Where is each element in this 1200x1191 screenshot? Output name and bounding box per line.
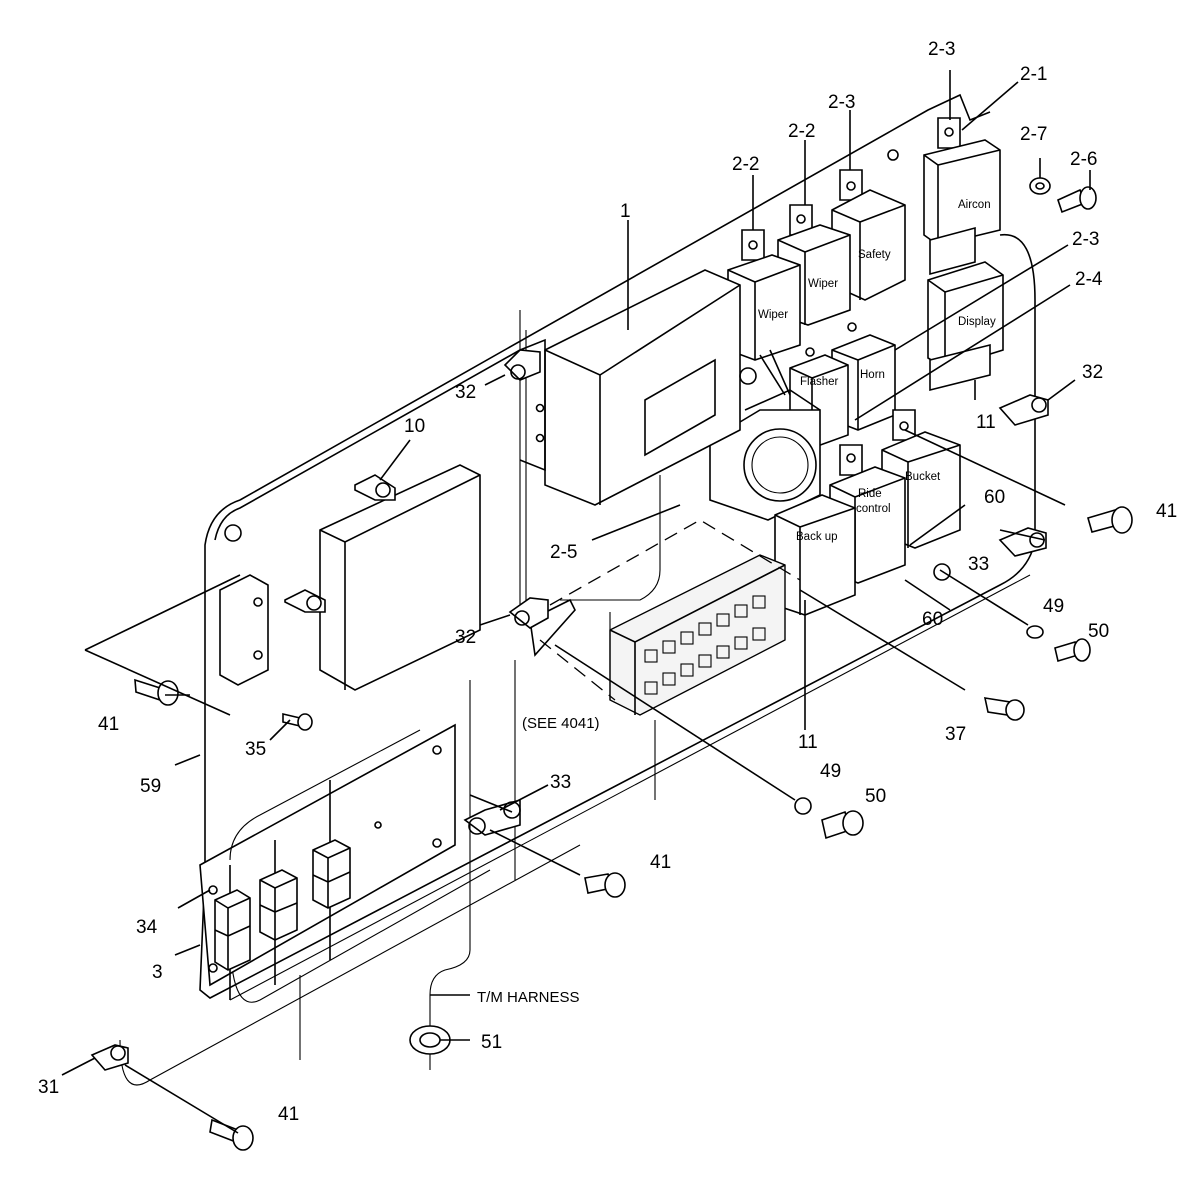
callout-41-left: 41: [98, 714, 119, 735]
callout-labels: 2-3 2-1 2-3 2-2 2-7 2-6 2-2 1 2-3 2-4 32…: [38, 39, 1177, 1125]
callout-32-mid: 32: [455, 627, 476, 648]
see-reference-note: (SEE 4041): [522, 715, 600, 732]
callout-2-3-mid: 2-3: [828, 92, 855, 113]
relay-wiper-lower: Wiper: [727, 229, 801, 361]
relay-backup-label: Back up: [796, 531, 838, 543]
callout-2-7: 2-7: [1020, 124, 1047, 145]
callout-2-1: 2-1: [1020, 64, 1047, 85]
callout-1: 1: [620, 201, 631, 222]
clamps: [90, 349, 1049, 1071]
leader-lines: [61, 70, 1091, 1134]
callout-60-lower: 60: [922, 609, 943, 630]
callout-33-mid: 33: [550, 772, 571, 793]
harness-label: T/M HARNESS: [477, 989, 580, 1006]
callout-49-right: 49: [1043, 596, 1064, 617]
callout-3: 3: [152, 962, 163, 983]
callout-33-right: 33: [968, 554, 989, 575]
buzzer: [709, 389, 821, 521]
callout-50-mid: 50: [865, 786, 886, 807]
notes: (SEE 4041) T/M HARNESS: [477, 715, 600, 1006]
relay-safety-label: Safety: [858, 249, 891, 261]
relay-aircon: Aircon: [923, 117, 1001, 276]
relay-backup: Back up: [774, 494, 856, 616]
relay-aircon-label: Aircon: [958, 199, 991, 211]
bracket-left: [219, 574, 269, 686]
callout-50-right: 50: [1088, 621, 1109, 642]
relay-wiper-lower-label: Wiper: [758, 309, 788, 321]
callout-11-lower: 11: [798, 732, 818, 753]
callout-2-4: 2-4: [1075, 269, 1103, 290]
callout-11-right: 11: [976, 412, 996, 433]
callout-31: 31: [38, 1077, 59, 1098]
fasteners: [134, 177, 1133, 1151]
relay-display: Display: [927, 261, 1004, 392]
relay-wiper-upper: Wiper: [777, 204, 851, 326]
callout-2-5: 2-5: [550, 542, 577, 563]
relay-horn-label: Horn: [860, 369, 885, 381]
callout-32-right: 32: [1082, 362, 1103, 383]
callout-2-3-right: 2-3: [1072, 229, 1099, 250]
callout-35: 35: [245, 739, 266, 760]
callout-51: 51: [481, 1032, 502, 1053]
callout-2-2-upper: 2-2: [788, 121, 815, 142]
callout-41-bottom: 41: [278, 1104, 299, 1125]
callout-2-2-lower: 2-2: [732, 154, 759, 175]
control-unit: [519, 269, 791, 506]
fuse-box: [529, 519, 801, 716]
relay-bucket-label: Bucket: [905, 471, 941, 483]
callout-2-6: 2-6: [1070, 149, 1097, 170]
callout-10: 10: [404, 416, 425, 437]
callout-34: 34: [136, 917, 158, 938]
board-3: [199, 723, 456, 1000]
callout-49-mid: 49: [820, 761, 841, 782]
relay-display-label: Display: [958, 316, 996, 328]
callout-59: 59: [140, 776, 161, 797]
relay-wiper-upper-label: Wiper: [808, 278, 838, 290]
callout-41-right: 41: [1156, 501, 1177, 522]
callout-37: 37: [945, 724, 966, 745]
module-10: [284, 464, 481, 691]
relay-ride-control-label-1: Ride: [858, 488, 882, 500]
callout-32-top: 32: [455, 382, 476, 403]
relay-ride-control-label-2: control: [856, 503, 891, 515]
callout-2-3-top: 2-3: [928, 39, 955, 60]
callout-60-right: 60: [984, 487, 1005, 508]
relay-flasher-label: Flasher: [800, 376, 839, 388]
callout-41-mid: 41: [650, 852, 671, 873]
